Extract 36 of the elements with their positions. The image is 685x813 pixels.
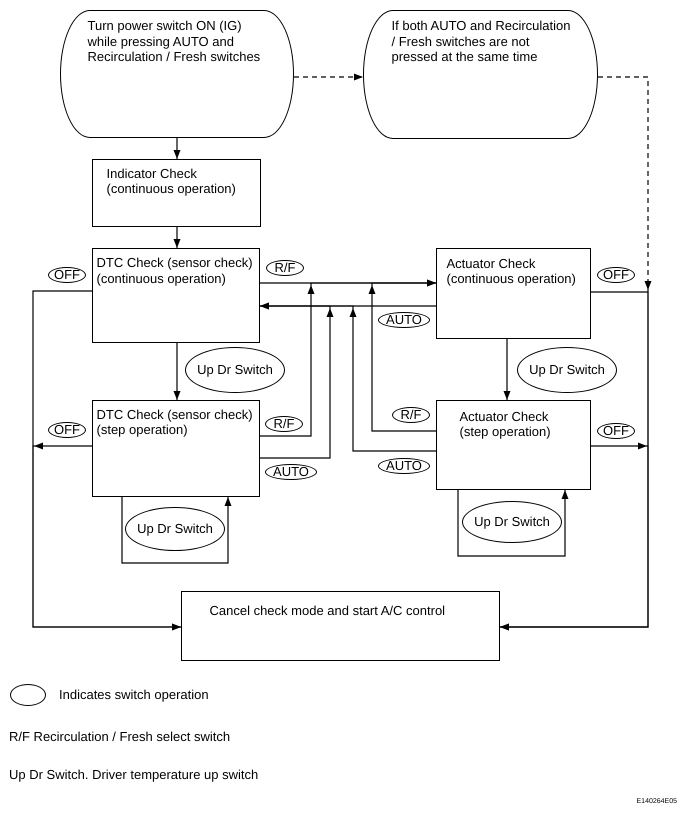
switch-label: OFF — [597, 423, 635, 439]
node-text: If both AUTO and Recirculation / Fresh switches are not pressed at the same time — [392, 18, 572, 64]
switch-label: AUTO — [265, 464, 317, 480]
switch-label: R/F — [265, 416, 303, 432]
switch-label: Up Dr Switch — [517, 347, 617, 393]
switch-label: OFF — [48, 422, 86, 438]
legend-text: Indicates switch operation — [59, 687, 209, 702]
node-text: (step operation) — [96, 422, 189, 438]
switch-label: OFF — [597, 267, 635, 283]
node-text: DTC Check (sensor check) — [96, 255, 254, 270]
node-text: (continuous operation) — [96, 270, 227, 286]
switch-label: Up Dr Switch — [462, 501, 562, 543]
process-box — [92, 400, 260, 497]
note-text: R/F Recirculation / Fresh select switch — [9, 729, 232, 744]
node-text: DTC Check (sensor check) — [96, 406, 254, 422]
switch-label: AUTO — [378, 312, 430, 328]
process-box — [436, 400, 591, 490]
note-text: Up Dr Switch. Driver temperature up switch — [9, 767, 260, 782]
node-text: (continuous operation) — [446, 271, 577, 286]
node-text: Indicator Check — [106, 166, 198, 181]
switch-label: Up Dr Switch — [125, 507, 225, 551]
switch-label: R/F — [392, 407, 430, 423]
switch-label: Up Dr Switch — [185, 347, 285, 393]
switch-label: R/F — [266, 260, 304, 276]
node-text: (continuous operation) — [106, 181, 237, 196]
process-box — [92, 159, 261, 227]
node-text: (step operation) — [460, 424, 552, 440]
switch-label: OFF — [48, 267, 86, 283]
node-text: Actuator Check — [446, 256, 536, 271]
process-box — [436, 248, 591, 339]
node-text: Actuator Check — [460, 408, 550, 424]
switch-label: AUTO — [378, 458, 430, 474]
process-box — [181, 591, 500, 661]
process-box — [92, 248, 260, 343]
node-text: Turn power switch ON (IG) while pressing AUTO and Recirculation / Fresh switches — [88, 18, 262, 64]
node-text: Cancel check mode and start A/C control — [210, 602, 446, 618]
